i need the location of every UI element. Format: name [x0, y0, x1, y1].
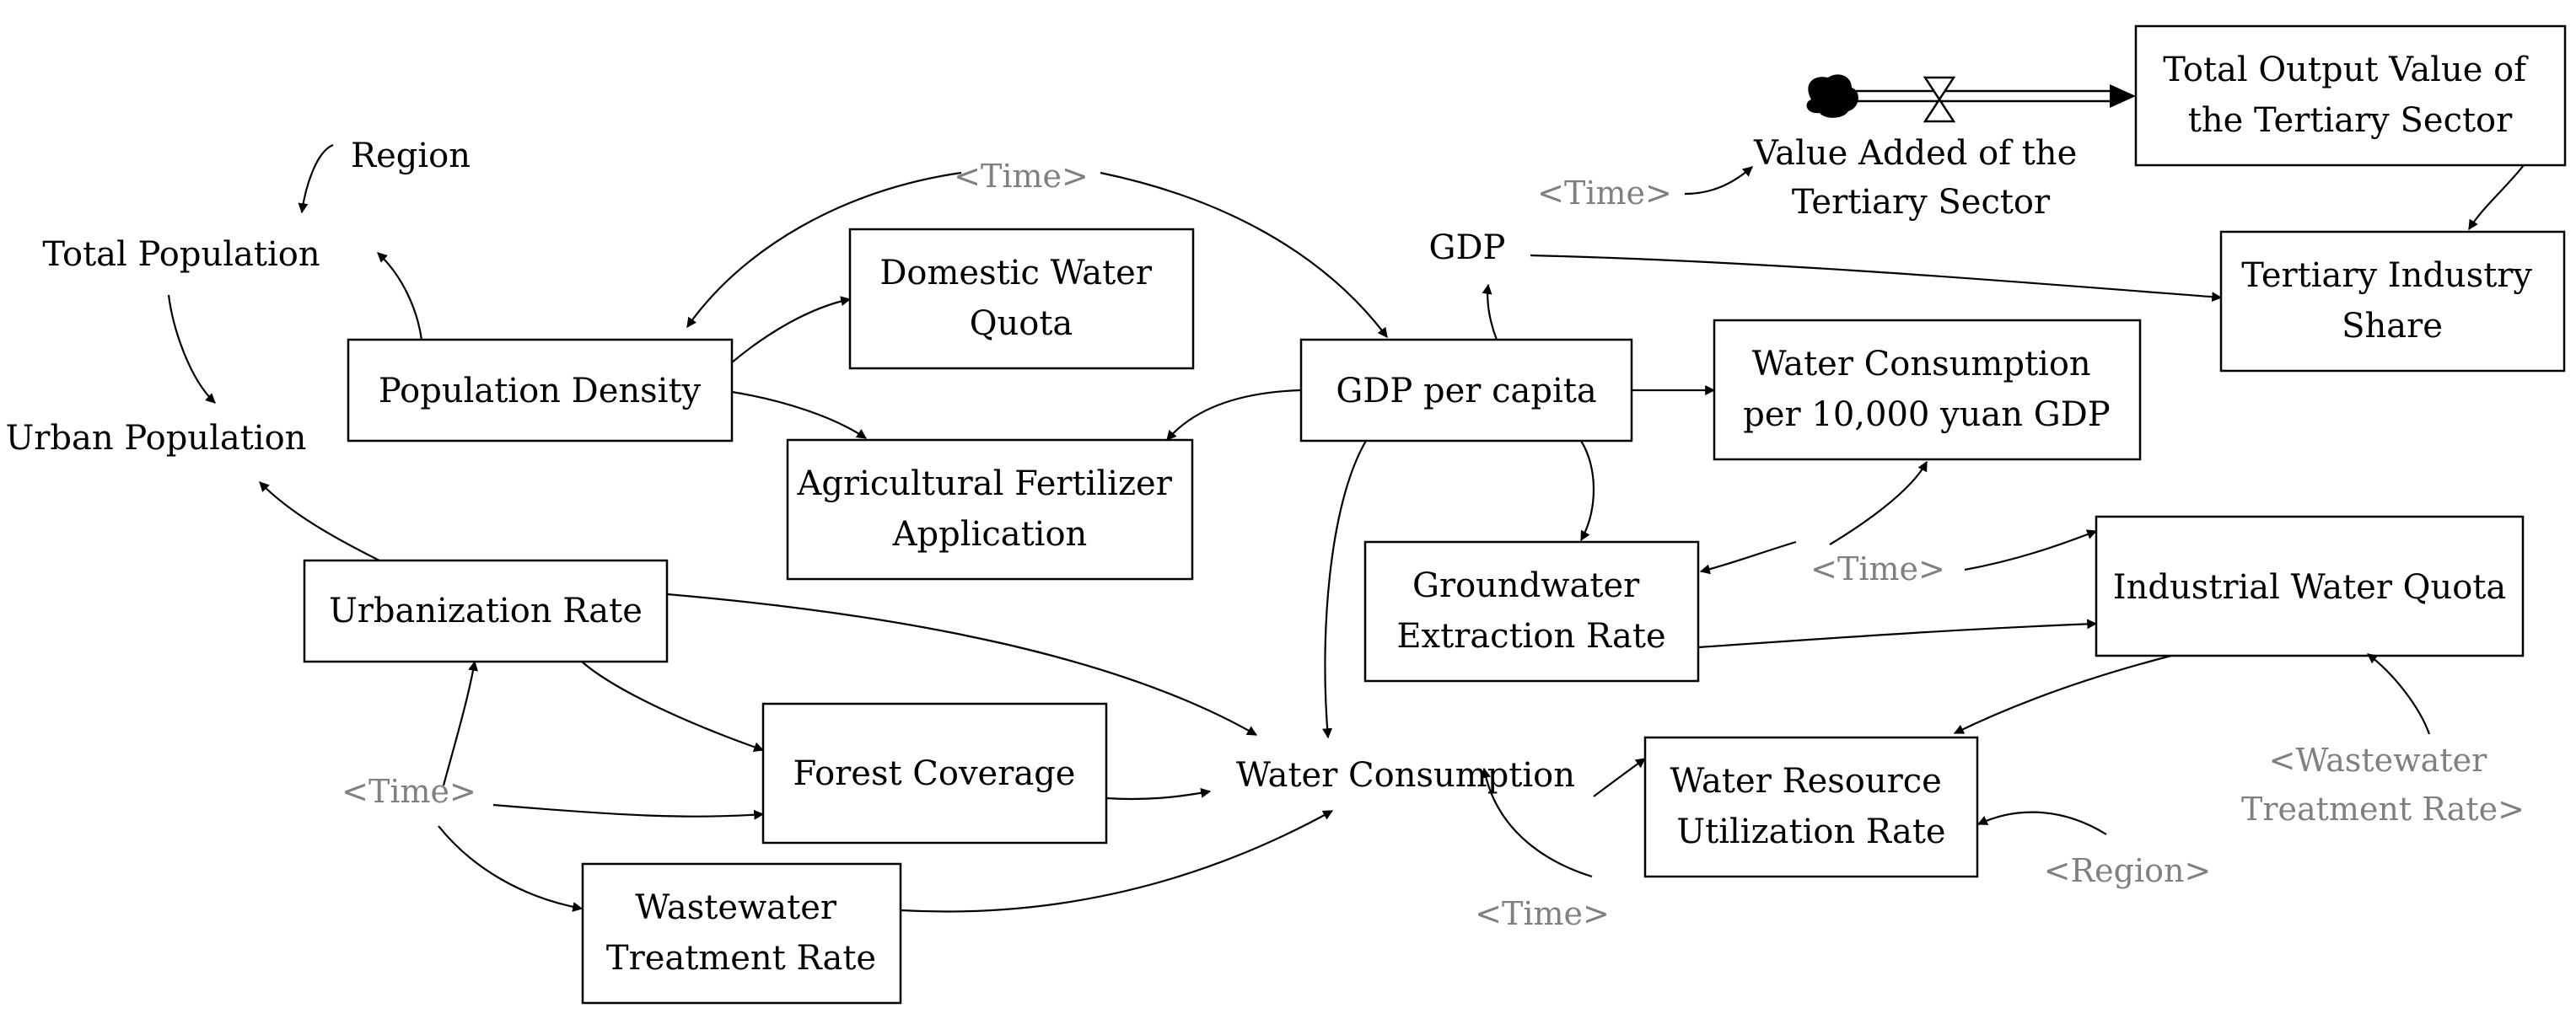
water-per-gdp-label: Water Consumption per 10,000 yuan GDP — [1743, 345, 2110, 434]
industrial-water-quota-box — [2095, 515, 2525, 657]
forest-coverage-box — [761, 702, 1108, 845]
value-added-tertiary-label: Value Added of the Tertiary Sector — [1753, 134, 2088, 222]
tertiary-share-box — [2219, 230, 2566, 373]
wastewater-treatment-box — [581, 862, 902, 1005]
gdp-label: GDP — [1429, 228, 1506, 267]
shadow-time-tertiary: <Time> — [1537, 174, 1672, 212]
wastewater-treatment-label: Wastewater Treatment Rate — [606, 888, 876, 978]
water-resource-utilization-box — [1643, 736, 1979, 878]
population-density-label: Population Density — [379, 372, 702, 410]
shadow-time-top: <Time> — [954, 158, 1089, 195]
urban-population-label: Urban Population — [6, 419, 307, 458]
shadow-wastewater-treatment: <Wastewater Treatment Rate> — [2241, 742, 2525, 828]
water-per-gdp-box — [1713, 319, 2142, 461]
flow-source-cloud — [1806, 74, 1858, 118]
flow-valve-icon — [1923, 76, 1956, 123]
total-output-tertiary-box — [2134, 24, 2567, 167]
tertiary-flow — [1806, 74, 2136, 123]
gdp-per-capita-box — [1299, 338, 1633, 442]
forest-coverage-label: Forest Coverage — [793, 754, 1076, 793]
region-label: Region — [351, 137, 471, 175]
tertiary-share-label: Tertiary Industry Share — [2241, 256, 2542, 346]
population-density-box — [347, 338, 734, 442]
groundwater-extraction-box — [1363, 540, 1700, 683]
domestic-water-quota-label: Domestic Water Quota — [879, 254, 1162, 343]
shadow-time-left: <Time> — [341, 773, 476, 810]
shadow-region: <Region> — [2044, 852, 2212, 889]
total-output-tertiary-label: Total Output Value of the Tertiary Secto… — [2163, 51, 2536, 140]
agricultural-fertilizer-box — [786, 438, 1194, 581]
flow-pipe-arrowhead — [2110, 84, 2136, 108]
industrial-water-quota-label: Industrial Water Quota — [2113, 568, 2506, 607]
urbanization-rate-label: Urbanization Rate — [329, 592, 643, 630]
gdp-per-capita-label: GDP per capita — [1336, 372, 1596, 410]
urbanization-rate-box — [303, 559, 669, 663]
agricultural-fertilizer-label: Agricultural Fertilizer Application — [796, 464, 1182, 554]
shadow-time-bottom: <Time> — [1475, 895, 1610, 932]
shadow-time-groundwater: <Time> — [1810, 550, 1945, 587]
domestic-water-quota-box — [848, 228, 1195, 370]
total-population-label: Total Population — [42, 235, 320, 274]
water-resource-utilization-label: Water Resource Utilization Rate — [1670, 762, 1952, 851]
causal-links — [167, 143, 2525, 913]
groundwater-extraction-label: Groundwater Extraction Rate — [1396, 566, 1665, 656]
water-consumption-label: Water Consumption — [1236, 756, 1575, 795]
